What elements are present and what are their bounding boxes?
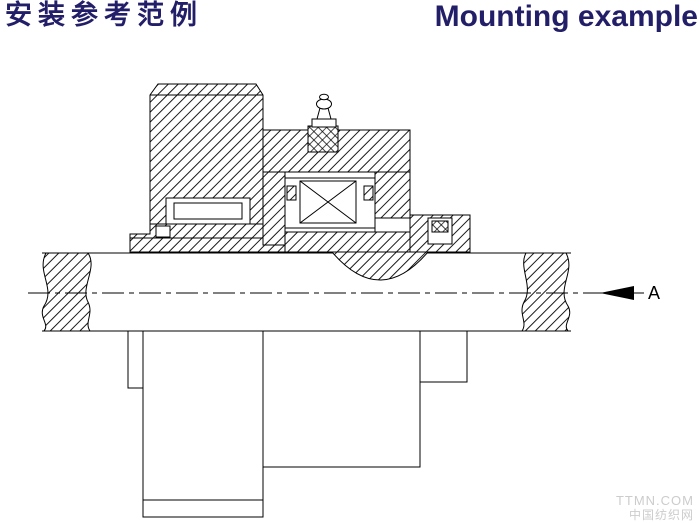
pulley-hub-section (129, 83, 293, 253)
shaft-left-break-section (41, 252, 92, 332)
watermark-line2: 中国纺织网 (629, 507, 694, 522)
header: 安装参考范例 Mounting example (0, 0, 700, 33)
bearing-housing-section (262, 129, 431, 253)
shaft-right-break-section (521, 252, 571, 332)
section-arrow-label: A (648, 283, 660, 303)
page-title-zh: 安装参考范例 (5, 0, 203, 30)
set-screw (431, 220, 449, 233)
watermark-line1: TTMN.COM (616, 493, 694, 508)
watermark: TTMN.COM 中国纺织网 (616, 493, 694, 522)
grease-fitting (307, 93, 339, 153)
shaft (41, 252, 571, 332)
hub-outline (127, 330, 468, 518)
locking-collar-section (330, 214, 471, 281)
page-title-en: Mounting example (434, 0, 698, 33)
section-arrow (600, 286, 644, 300)
collar-cam (330, 251, 430, 281)
